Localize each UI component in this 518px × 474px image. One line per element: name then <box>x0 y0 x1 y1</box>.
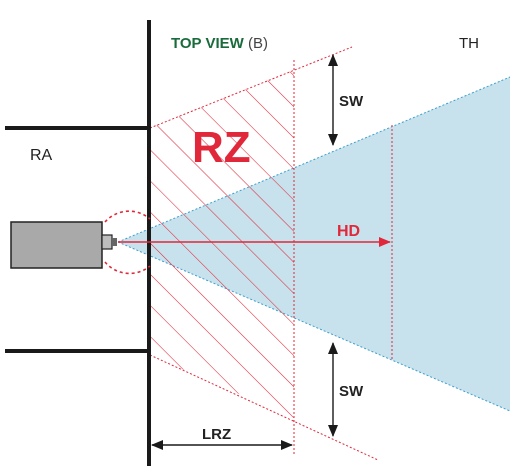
label-th: TH <box>459 35 479 52</box>
label-sw-top: SW <box>339 93 364 110</box>
camera-range-arc <box>104 210 151 275</box>
title-main: TOP VIEW <box>171 35 248 52</box>
detection-edge-bottom <box>117 241 511 412</box>
rz-edge-top <box>149 46 353 129</box>
label-sw-bottom: SW <box>339 383 364 400</box>
svg-text:TOP VIEW (B): TOP VIEW (B) <box>171 35 268 52</box>
restricted-zone-hatch <box>150 70 294 418</box>
label-hd: HD <box>337 223 360 240</box>
camera-icon <box>10 221 117 269</box>
label-lrz: LRZ <box>202 426 231 443</box>
title-suffix: (B) <box>248 35 268 52</box>
detection-area <box>118 77 510 411</box>
rz-edge-bottom <box>149 354 379 461</box>
label-ra: RA <box>30 147 53 164</box>
label-rz: RZ <box>192 123 251 172</box>
detection-edge-top <box>117 76 511 243</box>
